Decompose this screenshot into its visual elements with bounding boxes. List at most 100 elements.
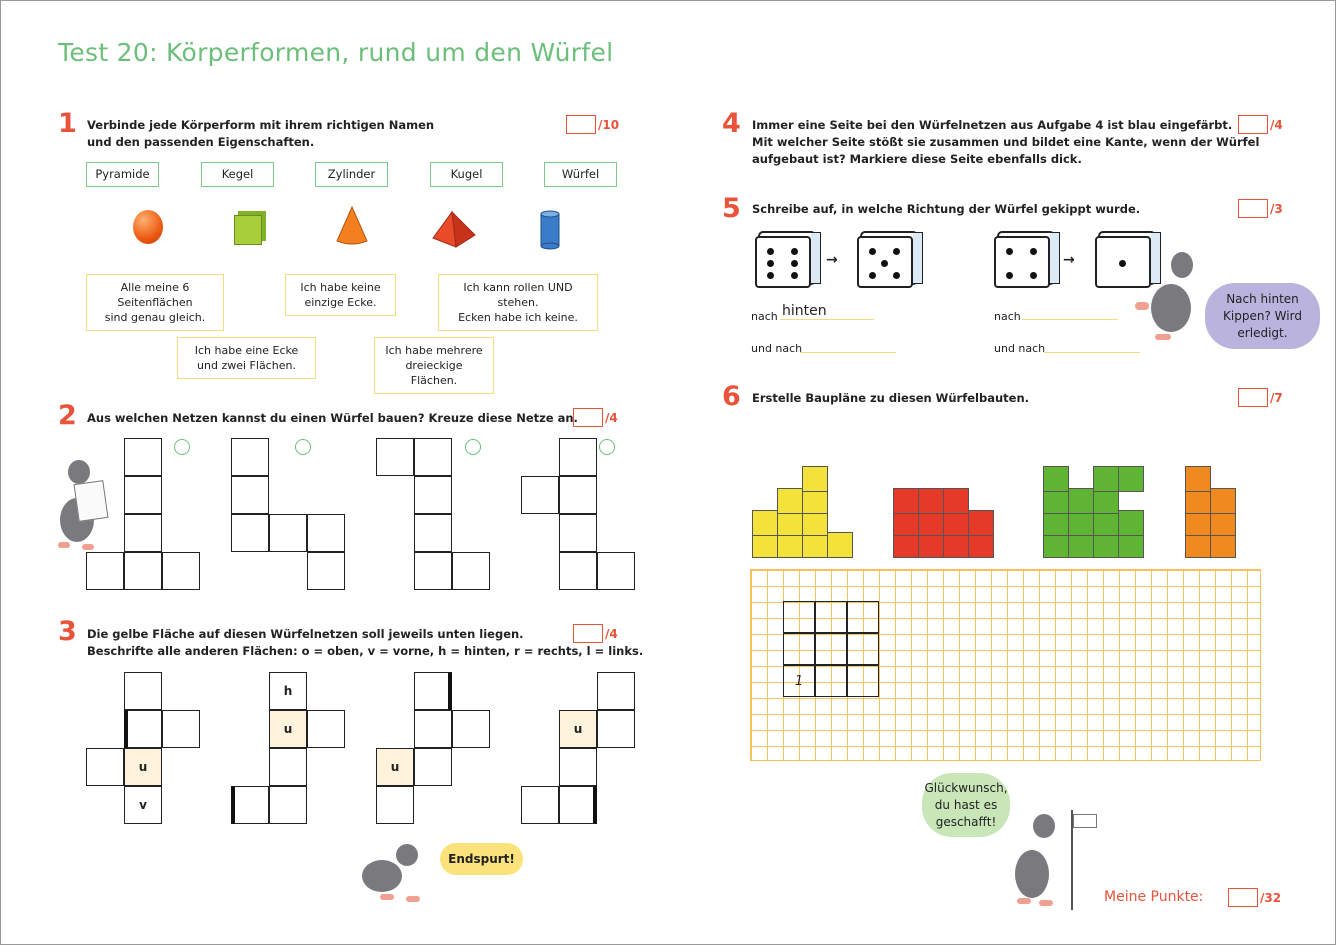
plan-cell[interactable] — [783, 601, 815, 633]
plan-cell[interactable] — [815, 633, 847, 665]
name-box-kegel[interactable]: Kegel — [201, 162, 274, 187]
die-icon — [755, 232, 821, 288]
net-cell[interactable]: h — [269, 672, 307, 710]
cube-block — [802, 488, 828, 514]
answer-text: hinten — [782, 303, 827, 319]
die-pip — [1119, 260, 1126, 267]
net-cell[interactable] — [559, 786, 597, 824]
net-cell[interactable] — [124, 710, 162, 748]
net-cell — [414, 514, 452, 552]
cube-shape[interactable] — [234, 215, 262, 245]
net-cell[interactable] — [269, 748, 307, 786]
task-2-number: 2 — [58, 400, 77, 431]
net-cell[interactable] — [269, 786, 307, 824]
net-checkbox-1[interactable] — [174, 439, 190, 455]
task-4-line-3: aufgebaut ist? Markiere diese Seite eben… — [752, 152, 1082, 166]
task-3-text: Die gelbe Fläche auf diesen Würfelnetzen… — [87, 626, 643, 660]
page-title: Test 20: Körperformen, rund um den Würfe… — [58, 38, 614, 67]
cube-block — [802, 466, 828, 492]
score-max: /4 — [605, 626, 618, 641]
plan-cell[interactable] — [783, 633, 815, 665]
net-cell[interactable]: v — [124, 786, 162, 824]
net-cell-bottom[interactable]: u — [269, 710, 307, 748]
score-input[interactable] — [1238, 388, 1268, 407]
net-cell[interactable] — [597, 710, 635, 748]
cube-block — [752, 510, 778, 536]
die-pip — [791, 260, 798, 267]
task-5-score: /3 — [1238, 199, 1283, 218]
die-icon — [857, 232, 923, 288]
answer-field-3[interactable] — [1022, 306, 1118, 320]
net-cell[interactable] — [162, 710, 200, 748]
net-cell — [124, 552, 162, 590]
total-score-input[interactable] — [1228, 888, 1258, 907]
cylinder-shape[interactable] — [538, 210, 562, 250]
net-checkbox-3[interactable] — [465, 439, 481, 455]
die-pip — [791, 272, 798, 279]
net-cell[interactable] — [521, 786, 559, 824]
score-input[interactable] — [573, 624, 603, 643]
score-input[interactable] — [1238, 199, 1268, 218]
plan-cell[interactable] — [815, 665, 847, 697]
cube-block — [1210, 488, 1236, 514]
answer-field-2[interactable] — [800, 339, 896, 353]
name-box-kugel[interactable]: Kugel — [430, 162, 503, 187]
score-input[interactable] — [1238, 115, 1268, 134]
net-cell[interactable] — [414, 748, 452, 786]
net-cell[interactable] — [452, 710, 490, 748]
label-und-nach: und nach — [751, 342, 803, 355]
die-pip — [869, 272, 876, 279]
net-cell[interactable] — [124, 672, 162, 710]
total-score: /32 — [1228, 888, 1281, 907]
net-cell-bottom[interactable]: u — [124, 748, 162, 786]
name-box-zylinder[interactable]: Zylinder — [315, 162, 388, 187]
net-cell[interactable] — [559, 748, 597, 786]
score-input[interactable] — [573, 408, 603, 427]
cone-shape[interactable] — [334, 205, 370, 247]
task-1-number: 1 — [58, 108, 77, 139]
net-cell — [414, 552, 452, 590]
die-side — [1050, 232, 1060, 284]
score-input[interactable] — [566, 115, 596, 134]
answer-field-4[interactable] — [1044, 339, 1140, 353]
net-cell[interactable] — [414, 672, 452, 710]
task-1-line-1: Verbinde jede Körperform mit ihrem richt… — [87, 118, 435, 132]
plan-cell[interactable] — [847, 601, 879, 633]
name-box-wuerfel[interactable]: Würfel — [544, 162, 617, 187]
cube-block — [968, 510, 994, 536]
cube-block — [1118, 466, 1144, 492]
property-line: Alle meine 6 Seitenflächen — [117, 281, 193, 309]
property-box-3[interactable]: Ich kann rollen UND stehen.Ecken habe ic… — [438, 274, 598, 331]
score-max: /7 — [1270, 390, 1283, 405]
plan-cell[interactable] — [815, 601, 847, 633]
pyramid-shape[interactable] — [430, 210, 478, 250]
net-checkbox-2[interactable] — [295, 439, 311, 455]
net-cell-bottom[interactable]: u — [559, 710, 597, 748]
ant-illustration-paper — [50, 460, 120, 560]
plan-cell[interactable] — [847, 633, 879, 665]
net-cell[interactable] — [86, 748, 124, 786]
net-cell[interactable] — [231, 786, 269, 824]
task-4-text: Immer eine Seite bei den Würfelnetzen au… — [752, 117, 1259, 168]
net-cell[interactable] — [414, 710, 452, 748]
net-cell[interactable] — [597, 672, 635, 710]
net-cell[interactable] — [307, 710, 345, 748]
net-cell[interactable] — [376, 786, 414, 824]
die-side — [1151, 232, 1161, 284]
name-box-pyramide[interactable]: Pyramide — [86, 162, 159, 187]
score-max: /3 — [1270, 201, 1283, 216]
sphere-shape[interactable] — [133, 210, 163, 244]
answer-field-1[interactable]: hinten — [780, 303, 874, 320]
plan-value: 1 — [794, 673, 804, 689]
plan-cell[interactable]: 1 — [783, 665, 815, 697]
net-checkbox-4[interactable] — [599, 439, 615, 455]
net-cell — [231, 438, 269, 476]
net-cell-bottom[interactable]: u — [376, 748, 414, 786]
plan-cell[interactable] — [847, 665, 879, 697]
cube-block — [1093, 488, 1119, 514]
task-6-number: 6 — [722, 381, 741, 412]
